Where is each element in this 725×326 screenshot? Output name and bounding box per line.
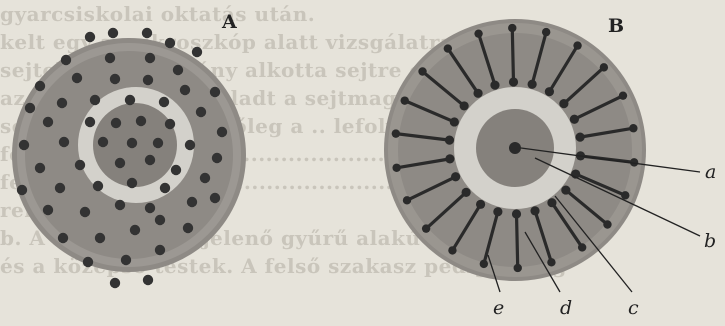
panel-a: A bbox=[12, 11, 246, 288]
chromosome-granule bbox=[200, 173, 210, 183]
chromosome-granule bbox=[72, 73, 82, 83]
chromosome-granule bbox=[196, 107, 206, 117]
chromosome-granule bbox=[212, 153, 222, 163]
panel-a-label: A bbox=[221, 11, 237, 33]
chromosome-granule bbox=[145, 53, 155, 63]
chromosome-granule bbox=[83, 257, 93, 267]
chromosome-granule bbox=[17, 185, 27, 195]
chromosome-granule bbox=[183, 223, 193, 233]
chromosome-granule bbox=[25, 103, 35, 113]
chromosome-granule bbox=[142, 28, 152, 38]
callout-a: a bbox=[705, 161, 716, 183]
chromosome-granule bbox=[155, 215, 165, 225]
chromosome-granule bbox=[111, 118, 121, 128]
chromosome-granule bbox=[43, 205, 53, 215]
chromosome-granule bbox=[171, 165, 181, 175]
chromosome-granule bbox=[153, 138, 163, 148]
chromosome-granule bbox=[35, 163, 45, 173]
chromosome-granule bbox=[143, 75, 153, 85]
chromosome-granule bbox=[85, 32, 95, 42]
chromosome-granule bbox=[187, 197, 197, 207]
chromosome-granule bbox=[165, 38, 175, 48]
chromosome-granule bbox=[98, 137, 108, 147]
chromosome-granule bbox=[125, 95, 135, 105]
chromosome-granule bbox=[110, 278, 120, 288]
panel-b: B a b c d e bbox=[384, 15, 716, 319]
chromosome-granule bbox=[110, 74, 120, 84]
chromosome-granule bbox=[75, 160, 85, 170]
chromosome-granule bbox=[59, 137, 69, 147]
chromosome-granule bbox=[127, 138, 137, 148]
chromosome-granule bbox=[105, 53, 115, 63]
chromosome-granule bbox=[57, 98, 67, 108]
panel-b-centrosome bbox=[509, 142, 521, 154]
chromosome-granule bbox=[58, 233, 68, 243]
chromosome-granule bbox=[61, 55, 71, 65]
callout-b: b bbox=[704, 230, 716, 252]
chromosome-granule bbox=[35, 81, 45, 91]
chromosome-granule bbox=[43, 117, 53, 127]
chromosome-granule bbox=[90, 95, 100, 105]
chromosome-granule bbox=[159, 97, 169, 107]
chromosome-granule bbox=[93, 181, 103, 191]
chromosome-granule bbox=[155, 245, 165, 255]
chromosome-granule bbox=[115, 200, 125, 210]
chromosome-granule bbox=[143, 275, 153, 285]
chromosome-granule bbox=[210, 193, 220, 203]
chromosome-granule bbox=[55, 183, 65, 193]
chromosome-granule bbox=[180, 85, 190, 95]
callout-d: d bbox=[560, 297, 572, 319]
chromosome-granule bbox=[160, 183, 170, 193]
chromosome-granule bbox=[127, 178, 137, 188]
chromosome-granule bbox=[173, 65, 183, 75]
chromosome-granule bbox=[95, 233, 105, 243]
chromosome-granule bbox=[80, 207, 90, 217]
panel-b-label: B bbox=[608, 15, 624, 37]
chromosome-granule bbox=[115, 158, 125, 168]
chromosome-granule bbox=[210, 87, 220, 97]
chromosome-granule bbox=[192, 47, 202, 57]
chromosome-granule bbox=[130, 225, 140, 235]
chromosome-granule bbox=[121, 255, 131, 265]
callout-e: e bbox=[493, 297, 504, 319]
chromosome-granule bbox=[185, 140, 195, 150]
chromosome-granule bbox=[108, 28, 118, 38]
chromosome-granule bbox=[217, 127, 227, 137]
callout-c: c bbox=[628, 297, 639, 319]
chromosome-granule bbox=[136, 116, 146, 126]
chromosome-granule bbox=[85, 117, 95, 127]
chromosome-granule bbox=[145, 203, 155, 213]
chromosome-granule bbox=[145, 155, 155, 165]
chromosome-granule bbox=[19, 140, 29, 150]
chromosome-granule bbox=[165, 119, 175, 129]
